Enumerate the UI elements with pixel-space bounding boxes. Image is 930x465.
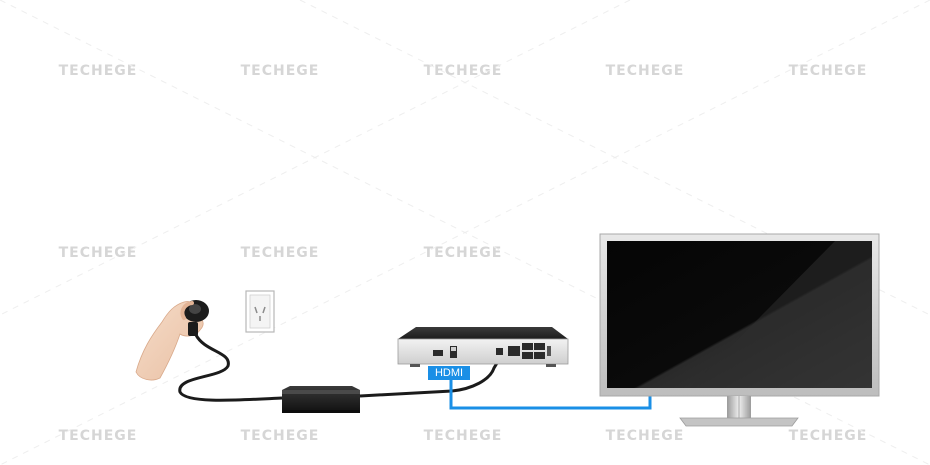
watermark-text: TECHEGE bbox=[605, 63, 685, 79]
watermark-text: TECHEGE bbox=[423, 63, 503, 79]
watermark-text: TECHEGE bbox=[240, 245, 320, 261]
watermark-text: TECHEGE bbox=[240, 63, 320, 79]
watermark-text: TECHEGE bbox=[788, 428, 868, 444]
tv-monitor-icon bbox=[599, 233, 880, 427]
watermark-text: TECHEGE bbox=[788, 63, 868, 79]
power-adapter-box-icon bbox=[282, 386, 360, 413]
watermark-text: TECHEGE bbox=[58, 428, 138, 444]
hand-holding-plug-icon bbox=[135, 300, 209, 381]
watermark-text: TECHEGE bbox=[423, 245, 503, 261]
wall-power-socket-icon bbox=[245, 290, 275, 333]
watermark-text: TECHEGE bbox=[240, 428, 320, 444]
watermark-text: TECHEGE bbox=[423, 428, 503, 444]
power-cable bbox=[178, 334, 283, 402]
watermark-text: TECHEGE bbox=[58, 63, 138, 79]
nvr-recorder-icon bbox=[397, 327, 569, 367]
watermark-text: TECHEGE bbox=[58, 245, 138, 261]
watermark-text: TECHEGE bbox=[605, 428, 685, 444]
hdmi-label: HDMI bbox=[428, 366, 470, 380]
hdmi-cable bbox=[449, 370, 652, 410]
